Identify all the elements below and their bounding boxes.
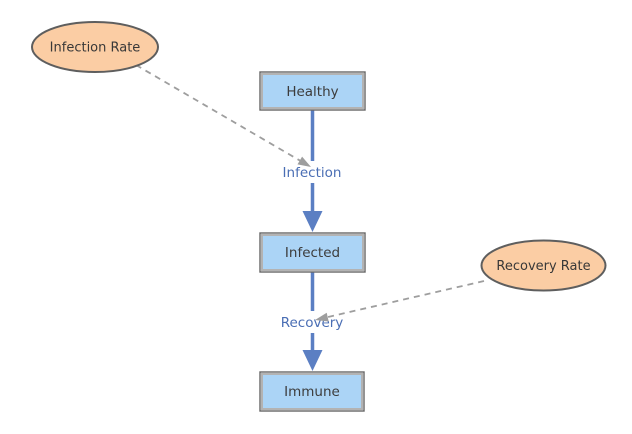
node-healthy-label: Healthy [286,84,338,100]
node-immune[interactable]: Immune [259,371,365,412]
node-healthy-shape[interactable] [261,73,364,109]
flow-recovery[interactable]: Recovery [276,272,348,371]
variable-recovery-rate-shape[interactable] [480,239,607,292]
link-recovery-rate-dashed-line[interactable] [325,280,485,319]
link-recovery-rate-arrowhead-icon [315,312,329,322]
node-infected-shape[interactable] [261,234,364,271]
flow-recovery-arrowhead-icon [302,350,323,371]
link-recovery-rate-to-flow[interactable] [315,280,485,322]
flow-infection-label-bg [275,161,349,183]
node-infected-border [259,232,366,273]
link-infection-rate-dashed-line[interactable] [135,64,302,163]
node-infected[interactable]: Infected [259,232,366,273]
variable-recovery-rate-label: Recovery Rate [496,259,590,274]
flow-infection-label: Infection [283,165,342,181]
flow-recovery-label: Recovery [281,315,344,331]
node-immune-shape[interactable] [261,373,363,410]
variable-infection-rate[interactable]: Infection Rate [31,21,159,73]
flow-infection[interactable]: Infection [275,110,349,232]
link-infection-rate-arrowhead-icon [297,156,311,167]
link-infection-rate-to-flow[interactable] [135,64,311,167]
node-healthy-border [259,71,366,111]
variable-recovery-rate[interactable]: Recovery Rate [480,239,607,292]
node-immune-label: Immune [284,384,340,400]
variable-infection-rate-label: Infection Rate [50,41,141,56]
variable-infection-rate-shape[interactable] [31,21,159,73]
node-healthy[interactable]: Healthy [259,71,366,111]
node-infected-label: Infected [285,245,340,261]
node-immune-border [259,371,365,412]
flow-infection-arrowhead-icon [302,211,323,232]
